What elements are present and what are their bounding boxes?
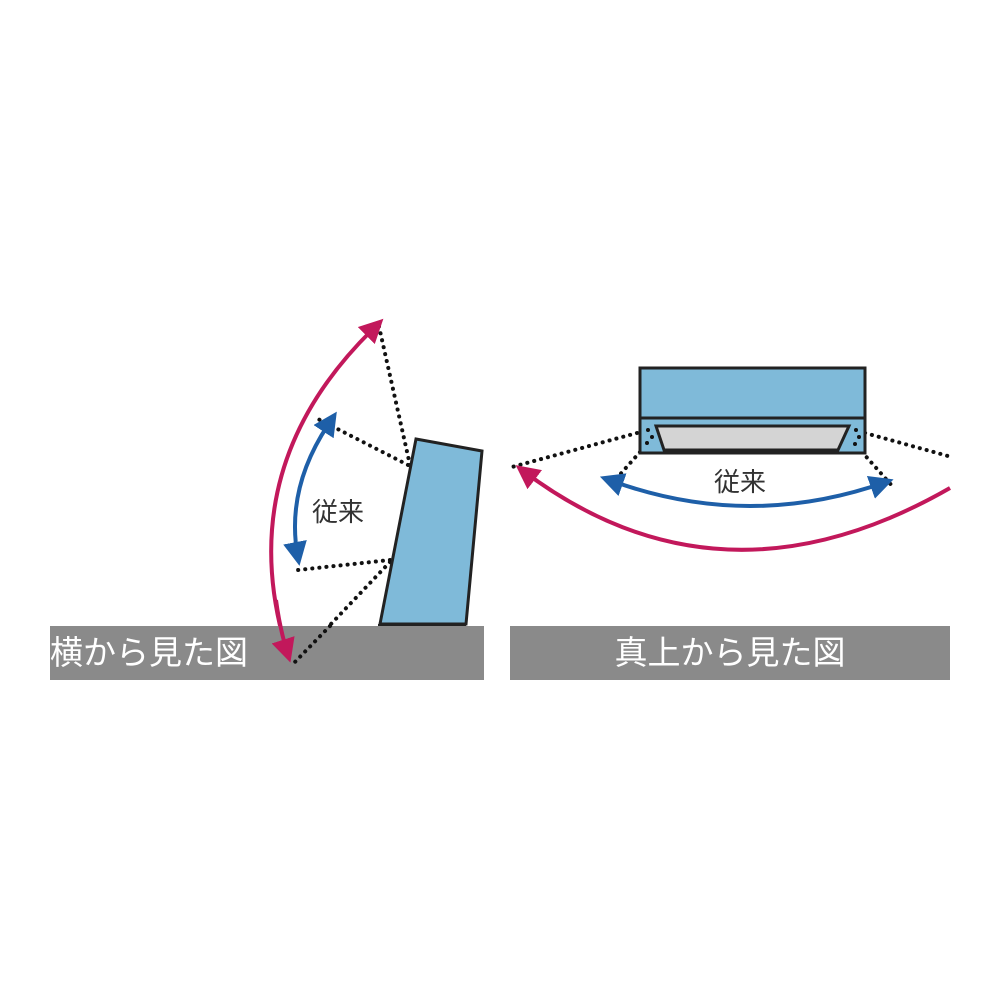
top-wide-arrow (515, 465, 951, 552)
top-vent-louver (653, 424, 852, 452)
top-conventional-label: 従来 (714, 468, 767, 498)
top-view-caption-bar: 真上から見た図 (510, 626, 950, 680)
side-conventional-label: 従来 (312, 498, 365, 528)
side-view (269, 318, 484, 667)
side-view-caption: 横から見た図 (50, 633, 248, 672)
side-unit-body (378, 437, 484, 626)
side-view-caption-bar: 横から見た図 (50, 626, 484, 680)
top-dotted-guides (510, 431, 950, 490)
top-view-caption: 真上から見た図 (614, 633, 846, 672)
top-conventional-arrow (599, 473, 894, 508)
side-conventional-arrow (283, 411, 337, 566)
top-view (510, 366, 951, 552)
vent-corner-dots (645, 428, 861, 446)
